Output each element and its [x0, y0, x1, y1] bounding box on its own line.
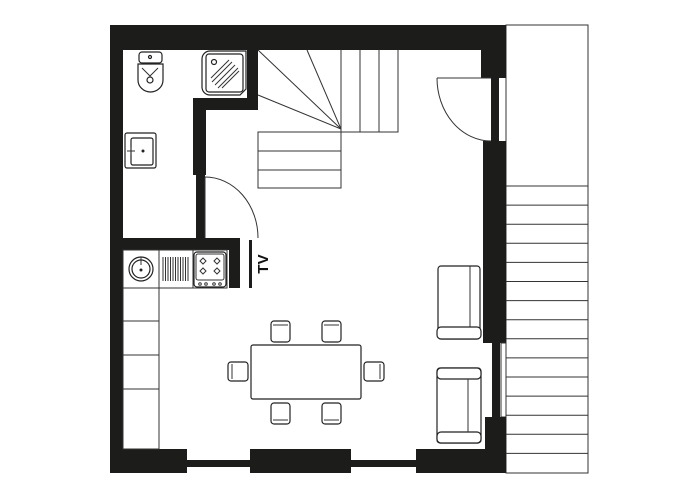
wall-right-middle	[483, 141, 506, 343]
dining-chair	[363, 361, 385, 382]
dining-table	[250, 344, 362, 400]
wall-right-upper	[481, 25, 506, 78]
shower-tray	[201, 50, 247, 96]
toilet	[137, 51, 164, 93]
washbasin	[124, 132, 157, 169]
entrance-door[interactable]	[436, 77, 492, 142]
interior-staircase	[257, 49, 399, 189]
tv: TV	[249, 240, 272, 288]
dining-chair	[321, 320, 342, 343]
wall-right-door-jamb	[491, 78, 499, 141]
window-right-frame	[500, 342, 507, 418]
window-bottom-1	[187, 460, 250, 467]
walls	[110, 25, 507, 473]
stove	[193, 251, 227, 288]
external-stairs	[505, 24, 589, 474]
wall-bath-door-jamb	[196, 175, 205, 238]
wall-bath-right	[193, 98, 206, 175]
kitchen-counter	[122, 249, 228, 450]
external-stairs-outline	[505, 24, 589, 474]
kitchen-sink	[128, 256, 154, 282]
wall-left	[110, 25, 123, 473]
sofa-lower	[436, 367, 482, 444]
sofa-upper	[436, 265, 482, 340]
dining-chair	[321, 402, 342, 425]
tv-label: TV	[255, 254, 272, 273]
dining-chair	[270, 402, 291, 425]
dining-set	[227, 320, 385, 425]
tv-unit	[249, 240, 252, 288]
shower-drain-lines	[210, 59, 240, 89]
wall-bottom-1	[110, 449, 187, 473]
drainer	[162, 257, 189, 281]
dining-chair	[227, 361, 249, 382]
wall-right-lower	[485, 417, 506, 473]
window-right	[492, 343, 500, 417]
wall-kitchen	[123, 238, 240, 250]
wall-bottom-2	[250, 449, 351, 473]
dining-chair	[270, 320, 291, 343]
wall-top	[110, 25, 506, 50]
wall-bath-top	[193, 98, 258, 110]
bathroom-door[interactable]	[204, 176, 259, 239]
wall-kitchen-end	[229, 238, 240, 288]
wall-shower	[247, 50, 258, 110]
window-bottom-2	[351, 460, 416, 467]
